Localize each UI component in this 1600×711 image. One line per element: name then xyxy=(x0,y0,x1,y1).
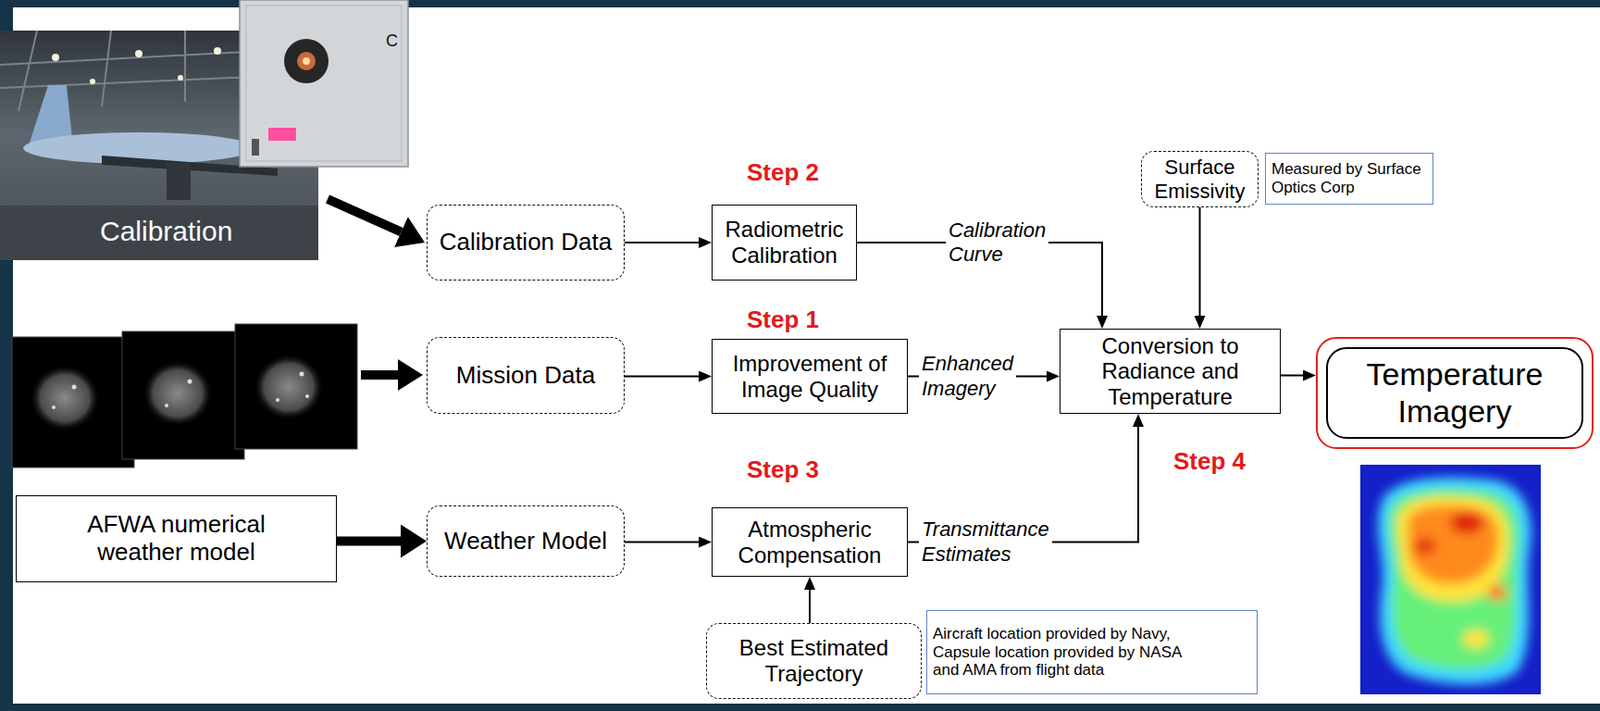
node-text: Aircraft location provided by Navy, Caps… xyxy=(932,624,1204,680)
hangar-light xyxy=(89,78,96,85)
device-aperture xyxy=(284,38,329,84)
hot-spot xyxy=(299,372,305,377)
capsule-blob xyxy=(253,353,324,421)
node-text: Temperature Imagery xyxy=(1333,356,1576,429)
hot-spot xyxy=(164,403,169,408)
connector xyxy=(1199,207,1202,316)
capsule-blob xyxy=(142,359,213,427)
hot-spot xyxy=(305,394,310,398)
node-text: Atmospheric Compensation xyxy=(718,516,902,568)
node-text: AFWA numerical weather model xyxy=(55,510,298,567)
step-label: Step 3 xyxy=(746,456,819,484)
connector xyxy=(1280,374,1303,377)
connector xyxy=(624,241,699,244)
node-text: Improvement of Image Quality xyxy=(718,350,902,402)
hangar-light xyxy=(135,49,143,58)
callout-letter: C xyxy=(385,31,398,51)
capsule-blob xyxy=(29,364,100,432)
node-text: Surface Emissivity xyxy=(1147,155,1253,203)
note-box: Measured by Surface Optics Corp xyxy=(1265,152,1434,205)
connector xyxy=(808,589,811,623)
aircraft-engine xyxy=(166,162,191,200)
heat-spot xyxy=(1450,511,1484,534)
photo-panel: Calibration xyxy=(0,30,319,261)
note-box: Aircraft location provided by Navy, Caps… xyxy=(926,609,1258,695)
block-arrow xyxy=(336,536,401,546)
process-box: Improvement of Image Quality xyxy=(711,338,908,414)
process-box: Atmospheric Compensation xyxy=(711,507,908,577)
hangar-light xyxy=(213,47,222,55)
hot-spot xyxy=(187,379,193,385)
data-box: Mission Data xyxy=(426,336,625,414)
node-text: Calibration Data xyxy=(439,228,612,257)
hangar-floor xyxy=(0,205,319,261)
edge-label: Enhanced Imagery xyxy=(918,351,1017,401)
heat-spot xyxy=(1413,536,1437,556)
block-arrow-shaft xyxy=(360,370,398,380)
hangar-light xyxy=(177,74,184,81)
heat-zone xyxy=(1377,476,1531,684)
data-box: Surface Emissivity xyxy=(1141,150,1259,208)
hot-spot xyxy=(72,384,77,390)
edge-label: Transmittance Estimates xyxy=(918,517,1053,567)
step-label: Step 2 xyxy=(746,159,819,187)
node-text: Weather Model xyxy=(444,527,608,556)
hangar-light xyxy=(51,53,60,62)
heat-zone xyxy=(1389,487,1520,670)
node-text: Best Estimated Trajectory xyxy=(712,634,916,686)
heat-map xyxy=(1360,464,1541,695)
heat-spot xyxy=(1463,629,1489,648)
data-box: Calibration Data xyxy=(426,204,625,281)
device-aperture-glow xyxy=(302,57,311,65)
node-text: Mission Data xyxy=(456,361,596,390)
block-arrow xyxy=(327,198,401,233)
device-sticker xyxy=(268,127,297,141)
hot-spot xyxy=(51,405,56,410)
result-box: Temperature Imagery xyxy=(1315,336,1594,449)
mission-frame xyxy=(235,323,358,449)
mission-frames xyxy=(12,323,358,468)
node-text: Conversion to Radiance and Temperature xyxy=(1078,333,1264,410)
device-housing xyxy=(239,0,409,167)
source-box: AFWA numerical weather model xyxy=(15,495,337,583)
block-arrow xyxy=(360,359,423,391)
step-label: Step 4 xyxy=(1173,447,1246,476)
heat-map-ground xyxy=(1360,464,1541,695)
connector xyxy=(624,541,699,544)
result-inner-box: Temperature Imagery xyxy=(1326,347,1584,439)
heat-zone xyxy=(1408,505,1499,584)
node-text: Calibration xyxy=(99,215,233,249)
hot-spot xyxy=(275,397,280,402)
device-panel xyxy=(246,5,402,162)
process-box: Conversion to Radiance and Temperature xyxy=(1059,328,1281,414)
edge-label: Calibration Curve xyxy=(945,218,1049,268)
node-text: Measured by Surface Optics Corp xyxy=(1271,160,1427,197)
mission-frame xyxy=(12,336,135,468)
blackbody-device xyxy=(239,0,409,167)
step-label: Step 1 xyxy=(746,306,819,335)
mission-frame xyxy=(122,331,245,459)
connector xyxy=(624,375,699,378)
block-arrow-head xyxy=(397,359,423,391)
device-aperture-core xyxy=(297,51,316,71)
heat-zone xyxy=(1396,496,1509,602)
data-box: Best Estimated Trajectory xyxy=(706,622,922,699)
data-box: Weather Model xyxy=(426,505,625,577)
heat-spot xyxy=(1488,583,1507,601)
process-box: Radiometric Calibration xyxy=(711,204,857,281)
node-text: Radiometric Calibration xyxy=(718,216,851,268)
device-switch xyxy=(251,138,260,156)
